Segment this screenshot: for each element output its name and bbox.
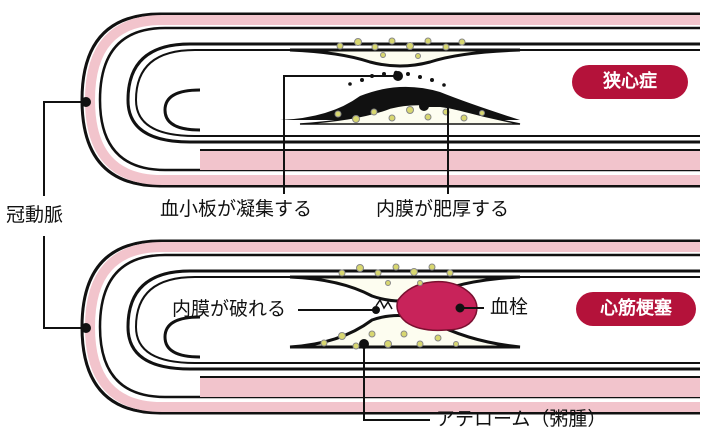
label-coronary-artery: 冠動脈 <box>6 206 63 225</box>
upper-plaque <box>290 50 520 66</box>
label-thrombus: 血栓 <box>490 298 528 317</box>
badge-myocardial-infarction: 心筋梗塞 <box>576 292 696 326</box>
label-intima-rupture: 内膜が破れる <box>172 300 286 319</box>
label-intima-thickening: 内膜が肥厚する <box>376 200 509 219</box>
thrombus <box>397 282 477 331</box>
vessel-angina <box>82 14 700 186</box>
vessel-loop-end <box>165 317 200 357</box>
label-platelet-aggregation: 血小板が凝集する <box>160 200 312 219</box>
badge-angina: 狭心症 <box>572 65 688 99</box>
label-atheroma: アテローム（粥腫） <box>436 410 606 429</box>
vessel-loop-end <box>165 90 200 130</box>
vessel-infarction <box>82 241 700 413</box>
vessel-pink-strip <box>200 150 700 170</box>
vessel-pink-strip <box>200 377 700 397</box>
